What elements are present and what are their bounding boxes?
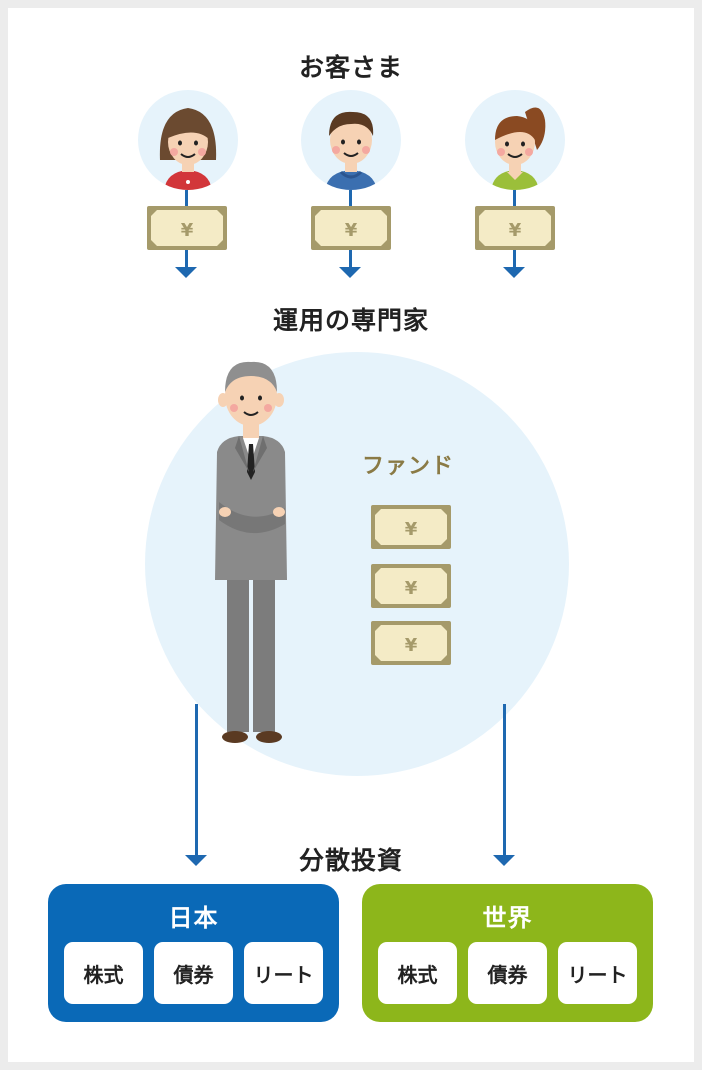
arrow-down-icon <box>185 855 207 866</box>
asset-bonds: 債券 <box>468 942 547 1004</box>
man-blue-hoodie-icon <box>301 90 401 190</box>
yen-symbol: ¥ <box>345 220 358 241</box>
arrow-down-icon <box>175 267 197 278</box>
yen-bill-icon: ¥ <box>147 206 227 250</box>
fund-label: ファンド <box>361 454 454 479</box>
region-world: 世界 株式 債券 リート <box>362 884 653 1022</box>
businessman-suit-icon <box>201 352 301 752</box>
investment-diagram: お客さま <box>8 8 694 1062</box>
asset-stocks: 株式 <box>64 942 143 1004</box>
fund-bill-icon: ¥ <box>371 564 451 608</box>
asset-reit: リート <box>558 942 637 1004</box>
region-title: 世界 <box>482 904 533 932</box>
asset-stocks: 株式 <box>378 942 457 1004</box>
woman-brown-hair-icon <box>138 90 238 190</box>
yen-bill-icon: ¥ <box>475 206 555 250</box>
arrow-down-icon <box>339 267 361 278</box>
woman-ponytail-icon <box>465 90 565 190</box>
fund-bill-icon: ¥ <box>371 621 451 665</box>
region-japan: 日本 株式 債券 リート <box>48 884 339 1022</box>
customers-heading: お客さま <box>298 53 403 82</box>
manager-heading: 運用の専門家 <box>272 306 429 335</box>
arrow-down-icon <box>503 267 525 278</box>
yen-symbol: ¥ <box>405 578 418 599</box>
asset-reit: リート <box>244 942 323 1004</box>
asset-bonds: 債券 <box>154 942 233 1004</box>
arrow-down-icon <box>493 855 515 866</box>
yen-bill-icon: ¥ <box>311 206 391 250</box>
region-title: 日本 <box>168 904 219 932</box>
yen-symbol: ¥ <box>181 220 194 241</box>
diversification-heading: 分散投資 <box>298 846 403 875</box>
fund-bill-icon: ¥ <box>371 505 451 549</box>
yen-symbol: ¥ <box>405 635 418 656</box>
yen-symbol: ¥ <box>405 519 418 540</box>
yen-symbol: ¥ <box>509 220 522 241</box>
connector-line <box>503 704 506 856</box>
connector-line <box>195 704 198 856</box>
